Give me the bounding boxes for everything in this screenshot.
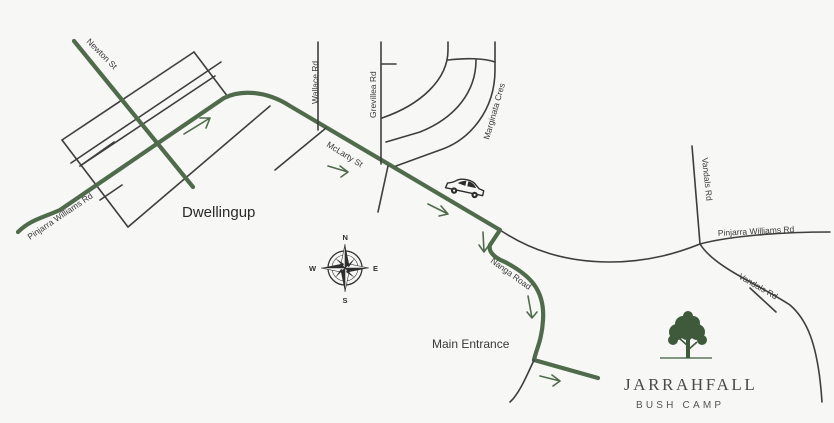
marginata-cres-outer [395, 41, 496, 167]
vandals-rd-spur [749, 287, 777, 313]
vandals-rd-north [691, 145, 701, 245]
nanga-road-label: Nanga Road [489, 256, 534, 292]
jarrahfall-logo: JARRAHFALL BUSH CAMP [624, 311, 757, 411]
pinjarra-williams-rd-route [15, 90, 503, 235]
compass-e: E [373, 264, 378, 273]
car-icon [444, 178, 485, 199]
wallace-rd-south [274, 127, 327, 171]
marginata-cres-mid [385, 59, 477, 143]
vandals-rd-north-label: Vandals Rd [700, 157, 715, 201]
arrow-icon [478, 231, 490, 253]
compass-rose-icon: N S E W [309, 233, 378, 305]
arrow-icon [526, 295, 538, 319]
direction-arrows [183, 117, 561, 387]
nanga-road-route [487, 227, 546, 363]
newton-st-road [71, 38, 196, 190]
compass-s: S [343, 296, 348, 305]
marginata-link [447, 57, 496, 63]
arrow-icon [327, 165, 349, 178]
wallace-rd-label: Wallace Rd [310, 61, 320, 104]
compass-w: W [309, 264, 317, 273]
arrow-icon [183, 117, 211, 135]
arrow-icon [427, 203, 449, 217]
logo-title: JARRAHFALL [624, 375, 757, 394]
logo-subtitle: BUSH CAMP [636, 400, 724, 411]
grevillea-rd-label: Grevillea Rd [368, 71, 378, 118]
pinjarra-williams-rd-west-label: Pinjarra Williams Rd [26, 190, 95, 241]
entrance-road [531, 357, 601, 381]
compass-n: N [343, 233, 348, 242]
vandals-rd-south [699, 243, 823, 403]
newton-st-label: Newton St [85, 36, 120, 71]
mclarty-branch [377, 165, 389, 213]
town-grid [61, 51, 271, 228]
pinjarra-williams-rd-east-label: Pinjarra Williams Rd [718, 224, 795, 238]
pinjarra-williams-rd-east [499, 229, 831, 263]
nanga-road-south [509, 359, 535, 403]
marginata-cres-inner [381, 41, 449, 119]
tree-icon [668, 311, 707, 358]
vandals-rd-south-label: Vandals Rd [737, 271, 780, 301]
arrow-icon [539, 374, 561, 387]
main-entrance-label: Main Entrance [432, 337, 510, 351]
town-label: Dwellingup [182, 204, 255, 221]
mclarty-st-label: McLarty St [325, 139, 365, 169]
